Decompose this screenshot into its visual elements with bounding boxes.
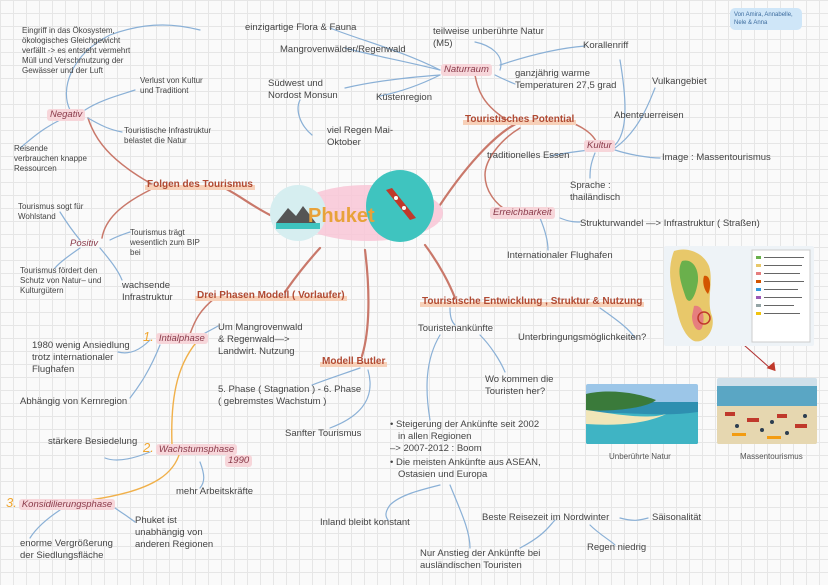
b1c-text: –> 2007-2012 : Boom [390, 443, 482, 454]
phasen-label: Drei Phasen Modell ( Vorlaufer) [195, 290, 347, 301]
p3a-text-2: unabhängig von [135, 527, 203, 538]
butler-phase-1: 5. Phase ( Stagnation ) - 6. Phase [218, 384, 362, 395]
korallen-text: Korallenriff [583, 40, 629, 51]
temp-text-1: ganzjährig warme [515, 68, 590, 79]
phase2-year: 1990 [225, 455, 253, 467]
mass-tourism-photo [717, 378, 817, 444]
p2a-text: stärkere Besiedelung [48, 436, 138, 447]
regen-text-1: viel Regen Mai- [327, 125, 393, 136]
p1d-text-2: trotz internationaler [32, 352, 114, 363]
center-title: Phuket [308, 205, 375, 227]
schutz-text-3: Kulturgütern [20, 286, 64, 295]
schutz-text-2: Schutz von Natur– und [20, 276, 102, 285]
p1e-text: Abhängig von Kernregion [20, 396, 128, 407]
saison-text: Säisonalität [652, 512, 702, 523]
p1c-text: Landwirt. Nutzung [218, 346, 295, 357]
b2a-text: • Die meisten Ankünfte aus ASEAN, [390, 457, 541, 468]
verlust-text-1: Verlust von Kultur [140, 76, 203, 85]
p1d-text-3: Flughafen [32, 364, 75, 375]
negativ-label: Negativ [47, 109, 86, 121]
phase2-label: 2.Wachstumsphase [143, 441, 238, 456]
wachs-text-2: Infrastruktur [122, 292, 173, 303]
positiv-label: Positiv [70, 238, 98, 249]
phase1-label: 1.Intialphase [143, 330, 208, 345]
p3b-text-1: enorme Vergrößerung [20, 538, 113, 549]
reisende-text-1: Reisende [14, 144, 48, 153]
bip-text-1: Tourismus trägt [130, 228, 185, 237]
natur-text-1: teilweise unberührte Natur [433, 26, 544, 37]
eingriff-text-5: Gewässer und der Luft [22, 66, 103, 75]
b1a-text: • Steigerung der Ankünfte seit 2002 [390, 419, 540, 430]
infra-text-1: Touristische Infrastruktur [124, 126, 212, 135]
center-illustration [270, 170, 443, 242]
potential-label: Touristisches Potential [463, 114, 577, 125]
regen-niedrig-text: Regen niedrig [587, 542, 647, 553]
infra-text-2: belastet die Natur [124, 136, 187, 145]
sprache-text-1: Sprache : [570, 180, 611, 191]
p1b-text: & Regenwald—> [218, 334, 290, 345]
p3a-text-3: anderen Regionen [135, 539, 214, 550]
flughafen-text: Internationaler Flughafen [507, 250, 613, 261]
erreich-label: Erreichbarkeit [490, 207, 555, 219]
image-text: Image : Massentourismus [662, 152, 771, 163]
vulkan-text: Vulkangebiet [652, 76, 707, 87]
anstieg-text-1: Nur Anstieg der Ankünfte bei [420, 548, 541, 559]
wachs-text-1: wachsende [122, 280, 171, 291]
p3a-text-1: Phuket ist [135, 515, 177, 526]
naturraum-label: Naturraum [441, 64, 492, 76]
kultur-label: Kultur [584, 140, 615, 152]
eingriff-text-1: Eingriff in das Ökosystem, [22, 26, 115, 35]
natur-text-2: (M5) [433, 38, 453, 49]
reisezeit-text: Beste Reisezeit im Nordwinter [482, 512, 610, 523]
woher-text-1: Wo kommen die [485, 374, 554, 385]
b1b-text: in allen Regionen [398, 431, 472, 442]
phuket-land-use-map [664, 246, 814, 346]
sanft-text: Sanfter Tourismus [285, 428, 362, 439]
reisende-text-3: Ressourcen [14, 164, 57, 173]
butler-label: Modell Butler [320, 356, 388, 367]
wohl-text-2: Wohlstand [18, 212, 56, 221]
anstieg-text-2: ausländischen Touristen [420, 560, 522, 571]
bip-text-3: bei [130, 248, 141, 257]
flora-text: einzigartige Flora & Fauna [245, 22, 357, 33]
p2b-text: mehr Arbeitskräfte [176, 486, 254, 497]
regen-text-2: Oktober [327, 137, 361, 148]
sprache-text-2: thailändisch [570, 192, 621, 203]
authors-badge: Von Amira, Annabelle, Nele & Anna [730, 8, 802, 30]
woher-text-2: Touristen her? [485, 386, 546, 397]
mass-tourism-caption: Massentourismus [740, 452, 803, 461]
nature-caption: Unberührte Natur [609, 452, 671, 461]
inland-text: Inland bleibt konstant [320, 517, 410, 528]
bip-text-2: wesentlich zum BIP [130, 238, 200, 247]
nature-photo [586, 384, 698, 444]
verlust-text-2: und Traditiont [140, 86, 189, 95]
wohl-text-1: Tourismus sogt für [18, 202, 84, 211]
struktur-text: Strukturwandel —> Infrastruktur ( Straße… [580, 218, 760, 229]
temp-text-2: Temperaturen 27,5 grad [515, 80, 617, 91]
mangroven-text: Mangrovenwälder/Regenwald [280, 44, 406, 55]
essen-text: traditionelles Essen [487, 150, 570, 161]
phase3-label: 3.Konsidilierungsphase [6, 496, 116, 511]
kuste-text: Küstenregion [376, 92, 432, 103]
monsun-text-1: Südwest und [268, 78, 323, 89]
eingriff-text-2: ökologisches Gleichgewicht [22, 36, 121, 45]
ankunft-text: Touristenankünfte [418, 323, 493, 334]
b2b-text: Ostasien und Europa [398, 469, 488, 480]
reisende-text-2: verbrauchen knappe [14, 154, 87, 163]
abenteuer-text: Abenteuerreisen [614, 110, 684, 121]
eingriff-text-3: verfällt -> es entsteht vermehrt [22, 46, 131, 55]
p3b-text-2: der Siedlungsfläche [20, 550, 104, 561]
schutz-text-1: Tourismus fördert den [20, 266, 98, 275]
p1a-text: Um Mangrovenwald [218, 322, 303, 333]
monsun-text-2: Nordost Monsun [268, 90, 338, 101]
entwicklung-label: Touristische Entwicklung , Struktur & Nu… [420, 296, 645, 307]
butler-phase-2: ( gebremstes Wachstum ) [218, 396, 327, 407]
eingriff-text-4: Müll und Verschmutzung der [22, 56, 124, 65]
unterbringung-text: Unterbringungsmöglichkeiten? [518, 332, 647, 343]
p1d-text-1: 1980 wenig Ansiedlung [32, 340, 130, 351]
folgen-label: Folgen des Tourismus [145, 179, 255, 190]
